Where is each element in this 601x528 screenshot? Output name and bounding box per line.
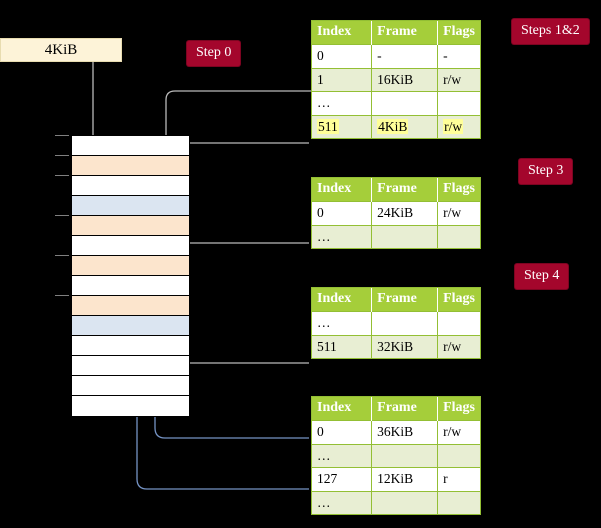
mem-tick (55, 175, 69, 176)
cell-idx: … (312, 224, 373, 249)
cell-frm (371, 443, 439, 468)
table-row: … (312, 490, 480, 515)
memory-frame-row (72, 336, 189, 356)
column-header-flags: Flags (437, 178, 480, 202)
column-header-index: Index (312, 397, 373, 421)
cell-idx: … (312, 443, 373, 468)
cell-idx: 0 (312, 44, 373, 69)
cell-frm (371, 91, 439, 116)
pill-step-3: Step 3 (519, 159, 573, 184)
column-header-frame: Frame (371, 21, 439, 45)
column-header-frame: Frame (371, 288, 439, 312)
memory-frame-row (72, 216, 189, 236)
cell-frm (371, 224, 439, 249)
cell-flg (437, 224, 480, 249)
pill-step-0-label: Step 0 (196, 45, 232, 60)
memory-frame-row (72, 276, 189, 296)
cell-idx: … (312, 91, 373, 116)
table-row: … (312, 224, 480, 249)
cell-idx: 0 (312, 420, 373, 445)
memory-frame-row (72, 256, 189, 276)
cell-flg (437, 443, 480, 468)
table-row: … (312, 443, 480, 468)
pill-steps-1-2-label: Steps 1&2 (521, 23, 580, 38)
pill-step-4: Step 4 (515, 264, 569, 289)
memory-frame-row (72, 156, 189, 176)
cell-frm: 36KiB (371, 420, 439, 445)
table-row: … (312, 91, 480, 116)
mem-tick (55, 135, 69, 136)
column-header-index: Index (312, 21, 373, 45)
cell-frm: - (371, 44, 439, 69)
memory-frame-row (72, 136, 189, 156)
cell-idx: 127 (312, 467, 373, 492)
memory-frame-row (72, 396, 189, 416)
mem-tick (55, 155, 69, 156)
mem-tick (55, 215, 69, 216)
cell-flg: r/w (437, 67, 480, 92)
physical-memory-column (71, 135, 190, 417)
cell-idx: 0 (312, 201, 373, 226)
cell-frm: 24KiB (371, 201, 439, 226)
column-header-index: Index (312, 288, 373, 312)
column-header-flags: Flags (437, 288, 480, 312)
cell-frm: 32KiB (371, 334, 439, 359)
column-header-frame: Frame (371, 397, 439, 421)
cell-idx: … (312, 311, 373, 336)
memory-frame-row (72, 316, 189, 336)
cell-idx: 1 (312, 67, 373, 92)
cell-frm (371, 311, 439, 336)
cell-flg: r/w (437, 114, 480, 139)
table-row: 0-- (312, 44, 480, 69)
cell-flg (437, 490, 480, 515)
column-header-flags: Flags (437, 21, 480, 45)
memory-frame-row (72, 376, 189, 396)
source-box-4kib: 4KiB (0, 38, 122, 62)
source-box-label: 4KiB (44, 41, 78, 58)
cell-flg: r (437, 467, 480, 492)
memory-frame-row (72, 236, 189, 256)
column-header-frame: Frame (371, 178, 439, 202)
pill-steps-1-2: Steps 1&2 (512, 19, 589, 44)
cell-frm: 12KiB (371, 467, 439, 492)
cell-idx: … (312, 490, 373, 515)
cell-idx: 511 (312, 114, 373, 139)
cell-frm: 4KiB (371, 114, 439, 139)
cell-frm (371, 490, 439, 515)
memory-frame-row (72, 196, 189, 216)
memory-frame-row (72, 296, 189, 316)
pill-step-4-label: Step 4 (524, 268, 560, 283)
memory-frame-row (72, 176, 189, 196)
cell-flg (437, 91, 480, 116)
cell-idx: 511 (312, 334, 373, 359)
column-header-index: Index (312, 178, 373, 202)
mem-tick (55, 255, 69, 256)
table-row: … (312, 311, 480, 336)
pill-step-0: Step 0 (187, 41, 241, 66)
cell-flg: r/w (437, 420, 480, 445)
cell-flg (437, 311, 480, 336)
mem-tick (55, 295, 69, 296)
cell-flg: r/w (437, 334, 480, 359)
memory-frame-row (72, 356, 189, 376)
cell-frm: 16KiB (371, 67, 439, 92)
cell-flg: r/w (437, 201, 480, 226)
pill-step-3-label: Step 3 (528, 163, 564, 178)
column-header-flags: Flags (437, 397, 480, 421)
cell-flg: - (437, 44, 480, 69)
